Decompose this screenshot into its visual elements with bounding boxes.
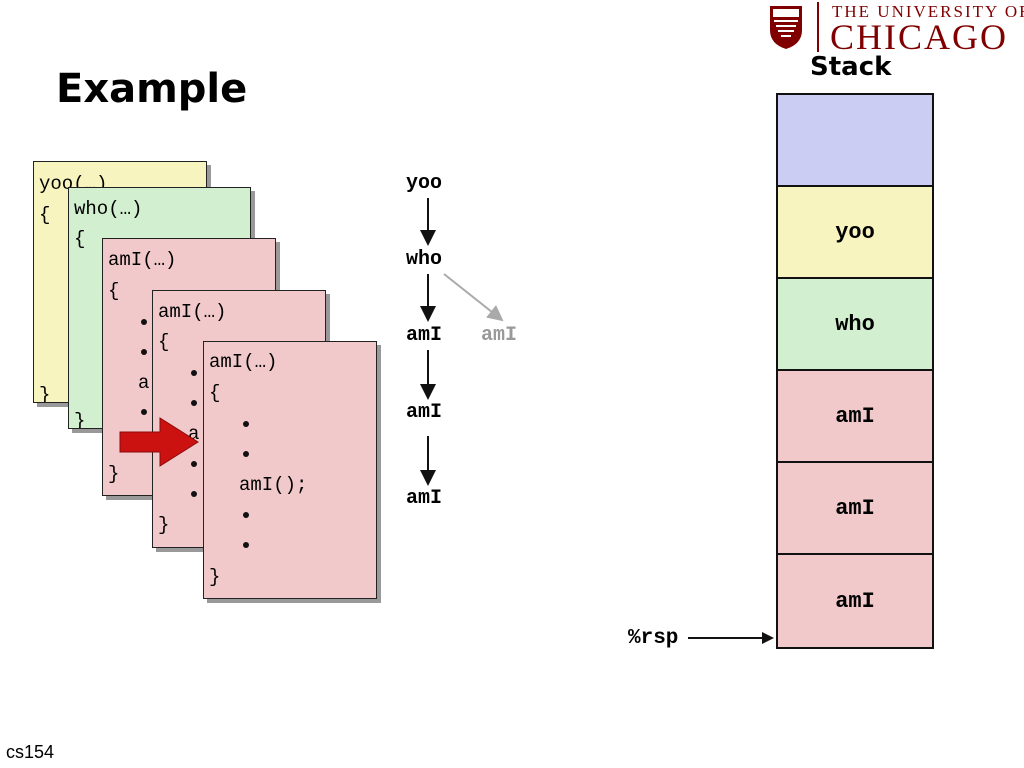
code-bullet <box>141 409 147 415</box>
code-bullet <box>191 400 197 406</box>
code-bullet <box>141 319 147 325</box>
frame-signature: amI(…) <box>209 351 278 373</box>
frame-close-brace: } <box>158 514 170 536</box>
stack-cell-ami-2: amI <box>778 463 932 555</box>
call-chain-item-ami-3: amI <box>406 487 443 510</box>
frame-close-brace: } <box>209 566 221 588</box>
frame-signature: amI(…) <box>158 301 227 323</box>
call-chain-item-yoo: yoo <box>406 172 443 195</box>
university-crest-icon <box>770 6 802 49</box>
frame-open-brace: { <box>158 331 170 353</box>
frame-open-brace: { <box>108 280 120 302</box>
call-chain-item-ami-1: amI <box>406 324 443 347</box>
logo-top-text: THE UNIVERSITY OF <box>832 2 1024 21</box>
stack-cell-ami-3: amI <box>778 555 932 647</box>
code-frame-ami-3: amI(…) { amI(); } <box>203 341 377 599</box>
code-bullet <box>191 370 197 376</box>
stack-cell-top <box>778 95 932 187</box>
frame-close-brace: } <box>39 384 51 403</box>
stack-diagram: yoo who amI amI amI <box>776 93 934 649</box>
code-bullet <box>243 542 249 548</box>
code-bullet <box>191 491 197 497</box>
current-position-arrow-icon <box>119 417 199 467</box>
frame-recursive-call: amI(); <box>239 474 308 496</box>
call-chain-arrows <box>420 198 504 486</box>
code-bullet <box>243 451 249 457</box>
frame-open-brace: { <box>74 228 86 250</box>
stack-title: Stack <box>810 52 892 82</box>
frame-call-text: a <box>138 372 150 394</box>
frame-open-brace: { <box>39 204 51 226</box>
code-bullet <box>141 349 147 355</box>
stack-cell-ami-1: amI <box>778 371 932 463</box>
frame-call-text: a <box>188 423 200 445</box>
stack-cell-who: who <box>778 279 932 371</box>
call-chain-item-who: who <box>406 248 443 271</box>
logo-main-text: CHICAGO <box>830 17 1009 57</box>
code-bullet <box>243 421 249 427</box>
slide-title: Example <box>56 66 248 112</box>
stack-cell-yoo: yoo <box>778 187 932 279</box>
frame-close-brace: } <box>108 463 120 485</box>
frame-open-brace: { <box>209 382 221 404</box>
logo-divider <box>817 2 819 52</box>
frame-close-brace: } <box>74 410 86 429</box>
stack-pointer-label: %rsp <box>628 627 679 650</box>
side-call-arrow <box>443 273 504 322</box>
code-bullet <box>243 512 249 518</box>
frame-signature: amI(…) <box>108 249 177 271</box>
code-bullet <box>191 461 197 467</box>
frame-signature: who(…) <box>74 198 143 220</box>
stack-pointer-arrow-icon <box>688 632 774 644</box>
slide-footer: cs154 <box>6 742 55 762</box>
call-chain-side-ami: amI <box>481 324 518 347</box>
call-chain-item-ami-2: amI <box>406 401 443 424</box>
